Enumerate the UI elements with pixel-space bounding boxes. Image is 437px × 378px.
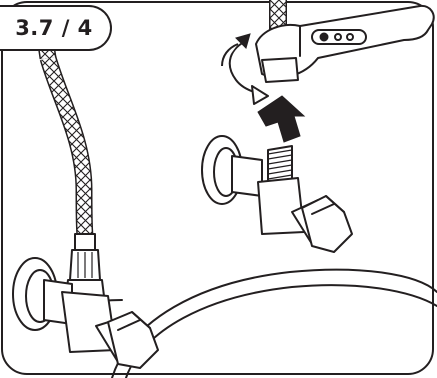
step-label: 3.7 / 4	[15, 16, 93, 40]
wrench	[255, 4, 435, 83]
angle-valve-installed	[12, 257, 159, 369]
arrow-up-icon	[257, 95, 306, 143]
angle-valve-detached	[201, 135, 353, 253]
rotate-counterclockwise-icon	[221, 33, 269, 105]
hose-nut-connection	[65, 233, 105, 297]
step-badge: 3.7 / 4	[0, 5, 112, 51]
